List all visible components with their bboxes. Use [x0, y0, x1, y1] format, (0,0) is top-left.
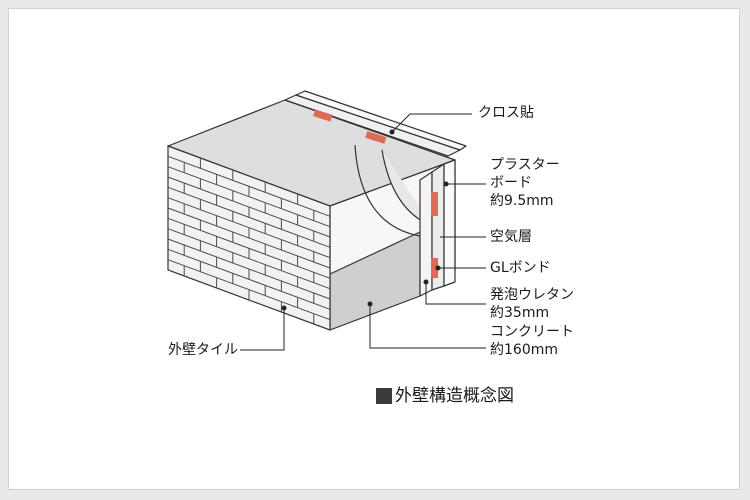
leader-dot-gl: [435, 265, 441, 271]
label-plaster-2: ボード: [490, 175, 532, 191]
leader-urethane: [425, 282, 486, 305]
leader-tile: [240, 308, 285, 351]
label-concrete-1: コンクリート: [490, 324, 574, 340]
leader-dot-cloth: [389, 129, 395, 135]
label-air: 空気層: [490, 229, 532, 245]
leader-dot-urethane: [423, 279, 429, 285]
leader-concrete: [369, 304, 486, 349]
label-tile: 外壁タイル: [168, 342, 238, 358]
layer-strip-plaster: [419, 171, 433, 297]
label-urethane-2: 約35mm: [490, 305, 550, 321]
leader-cloth: [391, 113, 472, 133]
leader-lines: [240, 113, 486, 351]
label-urethane-1: 発泡ウレタン: [490, 287, 574, 303]
label-plaster-1: プラスター: [490, 157, 560, 173]
label-gl: GLボンド: [490, 260, 551, 276]
diagram-caption: 外壁構造概念図: [376, 386, 514, 406]
urethane-accent-top-1: [313, 109, 333, 122]
layer-strip-urethane: [443, 159, 456, 287]
leader-dot-plaster: [443, 181, 449, 187]
tile-grout-row: [167, 197, 331, 259]
label-concrete-2: 約160mm: [490, 342, 558, 358]
label-plaster-3: 約9.5mm: [490, 193, 554, 209]
urethane-accent-side-1: [431, 192, 438, 216]
urethane-accent-side-2: [431, 258, 438, 278]
label-cloth: クロス貼: [478, 105, 534, 121]
caption-text: 外壁構造概念図: [395, 386, 514, 406]
tile-face: [167, 145, 331, 331]
wall-block: [167, 90, 467, 331]
top-strip-2: [295, 90, 467, 151]
urethane-accent-top-2: [365, 131, 387, 144]
leader-dot-concrete: [367, 301, 373, 307]
leader-dot-tile: [281, 305, 287, 311]
caption-square-icon: [376, 388, 392, 404]
cutaway-curve: [354, 144, 421, 237]
